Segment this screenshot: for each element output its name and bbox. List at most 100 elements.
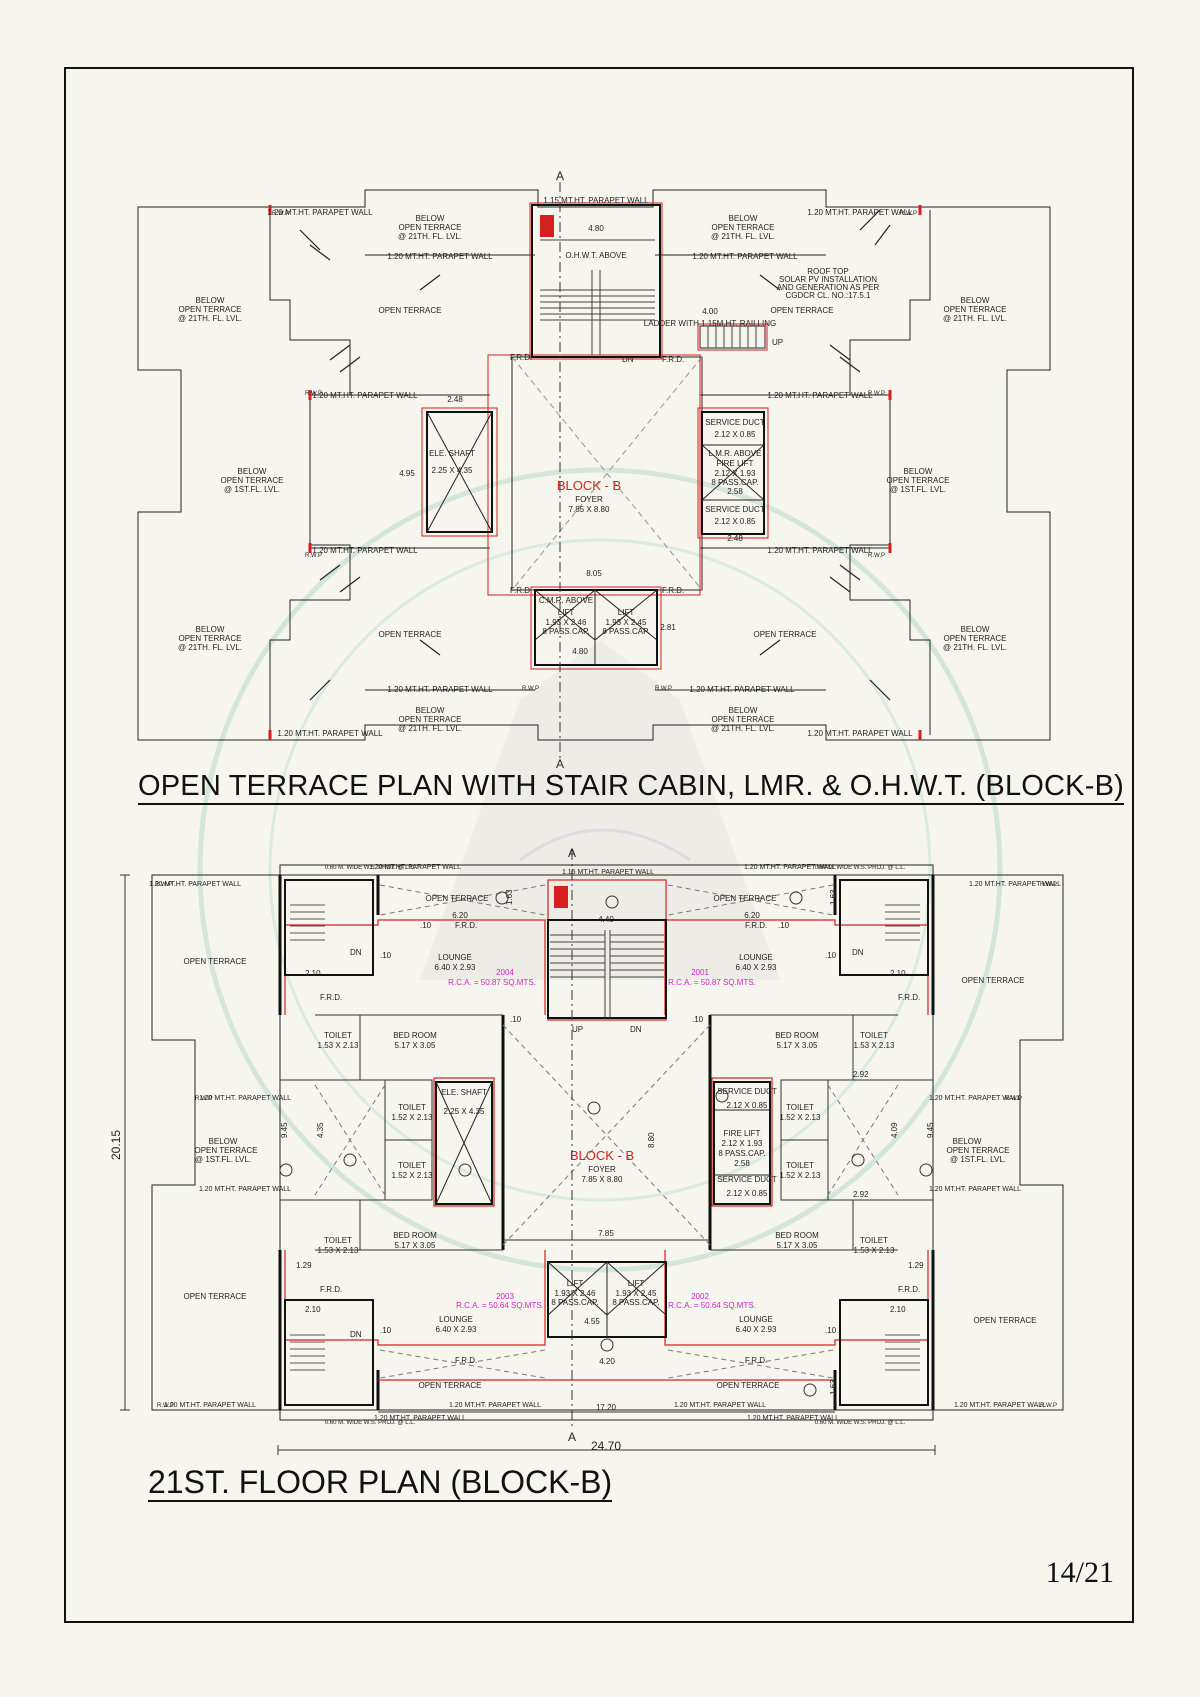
floor-foyer-dim: 7.85 X 8.80 xyxy=(582,1175,623,1184)
dim-2470: 24.70 xyxy=(591,1439,621,1453)
open-terrace-bl: OPEN TERRACE xyxy=(379,630,442,639)
floor-open-terrace-t1: OPEN TERRACE xyxy=(426,894,489,903)
dim-010-1: .10 xyxy=(420,921,432,930)
floor-lift-2-cap: 8 PASS.CAP. xyxy=(612,1298,659,1307)
dim-210-bl: 2.10 xyxy=(305,1305,321,1314)
lounge-2002: LOUNGE xyxy=(739,1315,773,1324)
dim-400: 4.00 xyxy=(702,307,718,316)
floor-parapet-m4: 1.20 MT.HT. PARAPET WALL xyxy=(929,1186,1021,1193)
bedroom-bl-dim: 5.17 X 3.05 xyxy=(395,1241,436,1250)
floor-fire-lift-cap: 8 PASS.CAP. xyxy=(718,1149,765,1158)
bedroom-tr: BED ROOM xyxy=(775,1031,819,1040)
floor-service-1: SERVICE DUCT xyxy=(717,1087,777,1096)
toilet-tr-dim: 1.53 X 2.13 xyxy=(854,1041,895,1050)
terrace-parapet-inner-r: 1.20 MT.HT. PARAPET WALL xyxy=(692,252,798,261)
dim-281: 2.81 xyxy=(660,623,676,632)
rca-2002: R.C.A. = 50.64 SQ.MTS. xyxy=(668,1301,756,1310)
page-number: 14/21 xyxy=(1045,1556,1114,1589)
terrace-parapet-tr: 1.20 MT.HT. PARAPET WALL xyxy=(807,208,913,217)
terrace-plan xyxy=(137,182,1051,760)
dim-129-l: 1.29 xyxy=(296,1261,312,1270)
floor-open-terrace-l2: OPEN TERRACE xyxy=(184,1292,247,1301)
terrace-lift-1-cap: 8 PASS.CAP. xyxy=(542,627,589,636)
floor-plan xyxy=(120,850,1064,1455)
rwp-4: R.W.P xyxy=(868,391,885,397)
below-r3-3: @ 21TH. FL. LVL. xyxy=(943,643,1007,652)
floor-parapet-b5: 1.20 MT.HT. PARAPET WALL xyxy=(374,1415,466,1422)
dim-2015: 20.15 xyxy=(109,1130,123,1160)
toilet-mr1-dim: 1.52 X 2.13 xyxy=(780,1113,821,1122)
below-l2-1: BELOW xyxy=(238,467,267,476)
floor-frd-4: F.R.D. xyxy=(898,1285,920,1294)
floor-plan-title: 21ST. FLOOR PLAN (BLOCK-B) xyxy=(148,1464,613,1502)
dim-210-tr: 2.10 xyxy=(890,969,906,978)
terrace-parapet-br: 1.20 MT.HT. PARAPET WALL xyxy=(767,546,873,555)
below-tr-2: OPEN TERRACE xyxy=(712,223,775,232)
floor-open-terrace-b1: OPEN TERRACE xyxy=(419,1381,482,1390)
toilet-mr2: TOILET xyxy=(786,1161,814,1170)
below-l3-3: @ 21TH. FL. LVL. xyxy=(178,643,242,652)
bedroom-tr-dim: 5.17 X 3.05 xyxy=(777,1041,818,1050)
toilet-ml2: TOILET xyxy=(398,1161,426,1170)
rwp-8: R.W.P xyxy=(655,686,672,692)
below-tl-3: @ 21TH. FL. LVL. xyxy=(398,232,462,241)
toilet-mr1: TOILET xyxy=(786,1103,814,1112)
terrace-frd-3: F.R.D. xyxy=(510,586,532,595)
floor-dn-tl: DN xyxy=(350,948,362,957)
below-br-2: OPEN TERRACE xyxy=(712,715,775,724)
ladder-note: LADDER WITH 1.15M.HT. RAILLING xyxy=(644,319,776,328)
floor-up: UP xyxy=(572,1025,583,1034)
floor-service-2: SERVICE DUCT xyxy=(717,1175,777,1184)
ws-proj-tr: 0.60 M. WIDE W.S. PROJ. @ L.L. xyxy=(815,865,906,871)
floor-frd-2: F.R.D. xyxy=(898,993,920,1002)
below-r3-2: OPEN TERRACE xyxy=(944,634,1007,643)
toilet-bl: TOILET xyxy=(324,1236,352,1245)
rca-2003: R.C.A. = 50.64 SQ.MTS. xyxy=(456,1301,544,1310)
bedroom-br: BED ROOM xyxy=(775,1231,819,1240)
floor-parapet-b4: 1.20 MT.HT. PARAPET WALL xyxy=(674,1402,766,1409)
floor-parapet-m2: 1.20 MT.HT. PARAPET WALL xyxy=(929,1095,1021,1102)
floor-below-l-3: @ 1ST.FL. LVL. xyxy=(195,1155,251,1164)
dim-010-6: .10 xyxy=(692,1015,704,1024)
bedroom-br-dim: 5.17 X 3.05 xyxy=(777,1241,818,1250)
ws-proj-br: 0.60 M. WIDE W.S. PROJ. @ L.L. xyxy=(815,1420,906,1426)
floor-frd-5: F.R.D. xyxy=(455,921,477,930)
floor-open-terrace-t2: OPEN TERRACE xyxy=(714,894,777,903)
open-terrace-tr: OPEN TERRACE xyxy=(771,306,834,315)
below-br-1: BELOW xyxy=(729,706,758,715)
terrace-lift-2: LIFT xyxy=(618,608,635,617)
terrace-dim-258: 2.58 xyxy=(727,487,743,496)
terrace-lift-2-cap: 8 PASS.CAP. xyxy=(602,627,649,636)
floor-rwp-6: R.W.P xyxy=(1040,1403,1057,1409)
lounge-2003: LOUNGE xyxy=(439,1315,473,1324)
ws-proj-tl: 0.60 M. WIDE W.S. PROJ. @ L.L. xyxy=(325,865,416,871)
ohwt-above: O.H.W.T. ABOVE xyxy=(565,251,626,260)
rca-2004: R.C.A. = 50.87 SQ.MTS. xyxy=(448,978,536,987)
dim-1720: 17.20 xyxy=(596,1403,617,1412)
toilet-mr2-dim: 1.52 X 2.13 xyxy=(780,1171,821,1180)
dim-010-3: .10 xyxy=(380,951,392,960)
toilet-ml1-dim: 1.52 X 2.13 xyxy=(392,1113,433,1122)
floor-section-mark-top: A xyxy=(568,846,576,860)
dim-010-2: .10 xyxy=(778,921,790,930)
below-r2-1: BELOW xyxy=(904,467,933,476)
terrace-parapet-mr: 1.20 MT.HT. PARAPET WALL xyxy=(767,391,873,400)
rca-2001: R.C.A. = 50.87 SQ.MTS. xyxy=(668,978,756,987)
floor-parapet-t4: 1.20 MT.HT. PARAPET WALL xyxy=(969,881,1061,888)
floor-frd-1: F.R.D. xyxy=(320,993,342,1002)
toilet-ml2-dim: 1.52 X 2.13 xyxy=(392,1171,433,1180)
dim-010-7: .10 xyxy=(380,1326,392,1335)
dim-945-l: 9.45 xyxy=(280,1122,289,1138)
toilet-tl: TOILET xyxy=(324,1031,352,1040)
dim-292-br: 2.92 xyxy=(853,1190,869,1199)
toilet-bl-dim: 1.53 X 2.13 xyxy=(318,1246,359,1255)
floor-dn-tr: DN xyxy=(852,948,864,957)
floor-parapet-b1: 1.20 MT.HT. PARAPET WALL xyxy=(164,1402,256,1409)
lounge-2002-dim: 6.40 X 2.93 xyxy=(736,1325,777,1334)
terrace-fire-lift-cap: 8 PASS.CAP. xyxy=(711,478,758,487)
floor-parapet-t3: 1.20 MT.HT. PARAPET WALL xyxy=(149,881,241,888)
terrace-block-label: BLOCK - B xyxy=(557,478,621,493)
below-tl-2: OPEN TERRACE xyxy=(399,223,462,232)
below-r2-2: OPEN TERRACE xyxy=(887,476,950,485)
